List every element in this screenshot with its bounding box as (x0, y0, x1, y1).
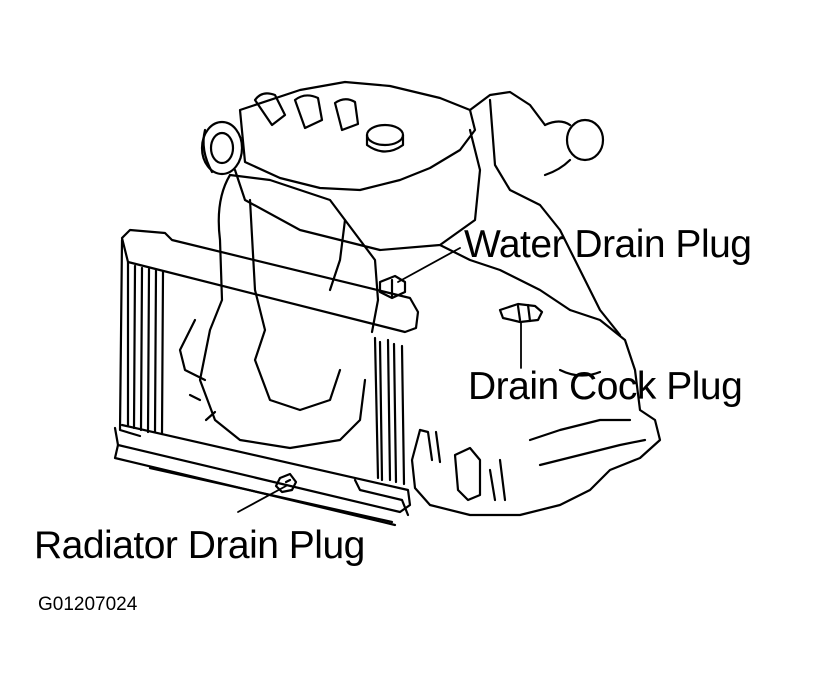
figure-code: G01207024 (38, 594, 138, 615)
radiator-drain-plug-label: Radiator Drain Plug (34, 524, 365, 567)
radiator-drain-plug-part (274, 472, 298, 494)
leader-radiator-drain (237, 485, 287, 513)
drain-cock-plug-label: Drain Cock Plug (468, 365, 743, 408)
water-drain-plug-part (378, 274, 407, 300)
water-drain-plug-label: Water Drain Plug (464, 223, 752, 266)
engine-block (178, 80, 622, 450)
leader-lines (237, 247, 522, 513)
drain-cock-plug-part (498, 302, 544, 324)
leader-water-drain (397, 247, 461, 283)
radiator (113, 228, 420, 527)
transaxle (353, 308, 662, 517)
